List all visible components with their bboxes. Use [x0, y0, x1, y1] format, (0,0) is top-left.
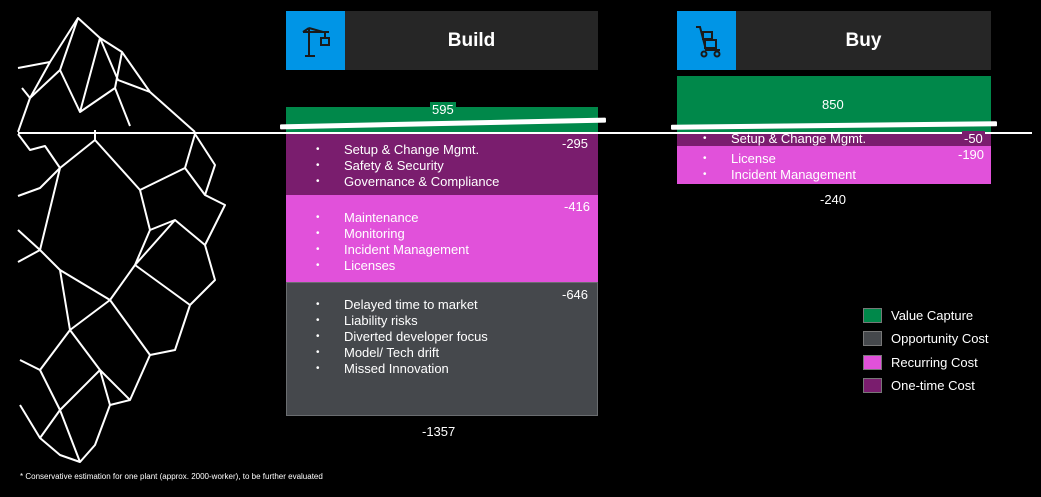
build-recurring-cost-value: -416	[564, 199, 591, 214]
build-title: Build	[345, 11, 598, 70]
list-item: Governance & Compliance	[316, 174, 499, 190]
list-item: Delayed time to market	[316, 297, 488, 313]
list-item: Licenses	[316, 258, 469, 274]
legend-label: Value Capture	[891, 308, 974, 323]
hand-truck-icon	[695, 25, 720, 57]
build-header: Build	[286, 11, 598, 70]
build-one-time-cost-list: Setup & Change Mgmt. Safety & Security G…	[316, 142, 499, 190]
list-item: Missed Innovation	[316, 361, 488, 377]
legend-label: Opportunity Cost	[891, 331, 989, 346]
buy-recurring-cost-value: -190	[958, 147, 985, 162]
list-item: Diverted developer focus	[316, 329, 488, 345]
list-item: Liability risks	[316, 313, 488, 329]
buy-icon-box	[677, 11, 736, 70]
build-icon-box	[286, 11, 345, 70]
legend-swatch	[863, 378, 882, 393]
buy-one-time-cost-value: -50	[962, 131, 985, 146]
build-value-capture-value: 595	[430, 102, 456, 117]
legend-label: One-time Cost	[891, 378, 975, 393]
crane-icon	[301, 26, 330, 57]
legend-recurring-cost: Recurring Cost	[863, 354, 978, 371]
legend-one-time-cost: One-time Cost	[863, 377, 975, 394]
list-item: Model/ Tech drift	[316, 345, 488, 361]
build-opportunity-cost-list: Delayed time to market Liability risks D…	[316, 297, 488, 377]
legend-label: Recurring Cost	[891, 355, 978, 370]
build-one-time-cost-value: -295	[562, 136, 589, 151]
buy-total: -240	[820, 192, 847, 207]
list-item: Incident Management	[703, 167, 856, 183]
list-item: License	[703, 151, 856, 167]
legend-swatch	[863, 308, 882, 323]
list-item: Maintenance	[316, 210, 469, 226]
buy-one-time-cost-list: Setup & Change Mgmt.	[703, 131, 866, 147]
legend-value-capture: Value Capture	[863, 307, 973, 324]
list-item: Setup & Change Mgmt.	[703, 131, 866, 147]
buy-recurring-cost-list: License Incident Management	[703, 151, 856, 183]
footnote: * Conservative estimation for one plant …	[20, 472, 323, 481]
legend-opportunity-cost: Opportunity Cost	[863, 330, 989, 347]
legend-swatch	[863, 331, 882, 346]
iceberg-illustration	[17, 17, 226, 463]
list-item: Incident Management	[316, 242, 469, 258]
list-item: Setup & Change Mgmt.	[316, 142, 499, 158]
build-opportunity-cost-value: -646	[562, 287, 589, 302]
buy-title: Buy	[736, 11, 991, 70]
build-recurring-cost-list: Maintenance Monitoring Incident Manageme…	[316, 210, 469, 274]
buy-value-capture-value: 850	[822, 97, 844, 112]
buy-header: Buy	[677, 11, 991, 70]
list-item: Safety & Security	[316, 158, 499, 174]
legend-swatch	[863, 355, 882, 370]
list-item: Monitoring	[316, 226, 469, 242]
build-total: -1357	[422, 424, 456, 439]
waterline	[18, 132, 1032, 134]
